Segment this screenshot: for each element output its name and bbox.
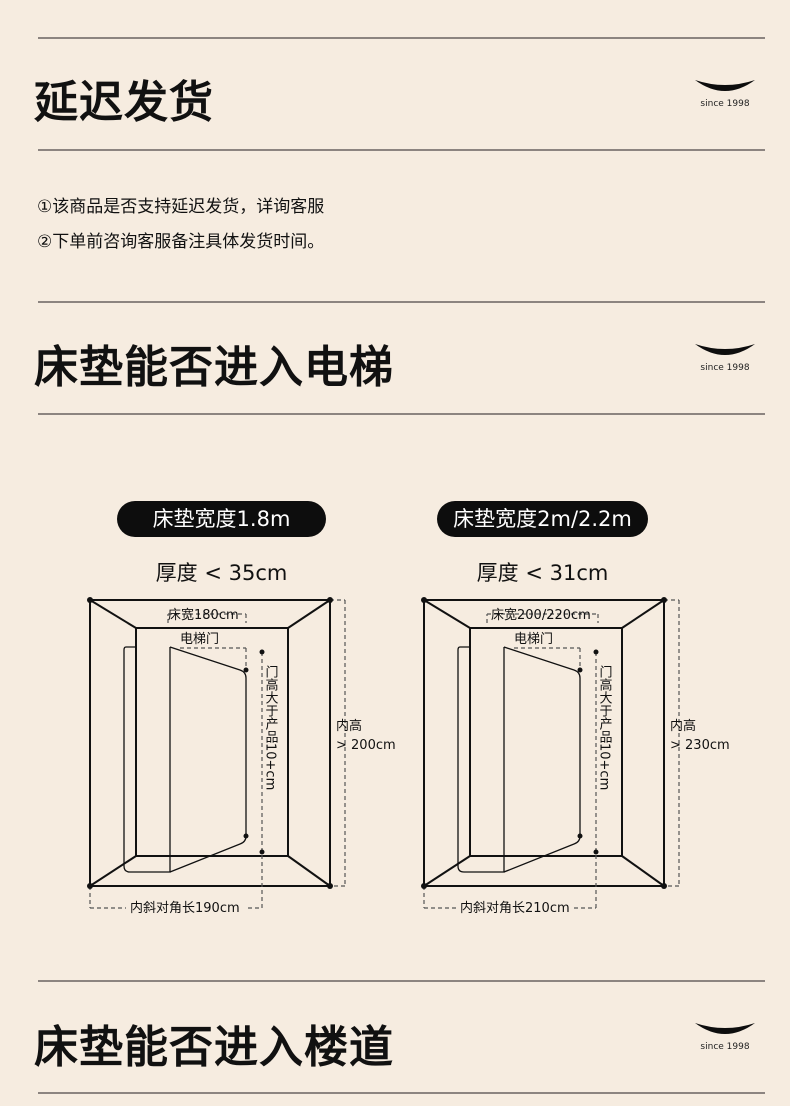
section-rule [38, 1092, 765, 1094]
section-rule [38, 149, 765, 151]
section-rule [38, 980, 765, 982]
diagonal-label: 内斜对角长190cm [130, 900, 240, 916]
logo-text: since 1998 [700, 363, 750, 373]
bed-width-label: 床宽200/220cm [491, 607, 591, 623]
section-title-elevator: 床垫能否进入电梯 [34, 342, 394, 393]
smile-arc-icon [695, 344, 755, 355]
smile-arc-icon [695, 1023, 755, 1034]
section-title-stairway: 床垫能否进入楼道 [34, 1022, 394, 1073]
elevator-diagram-right: 床宽200/220cm 电梯门 门高大于产品10+cm 内高 > 230cm 内… [414, 590, 754, 924]
thickness-right: 厚度 < 31cm [476, 561, 609, 585]
inner-height-value: > 230cm [670, 738, 730, 753]
elevator-diagram-left: 床宽180cm 电梯门 门高大于产品10+cm 内高 > 200cm 内斜对角长… [80, 590, 410, 924]
inner-height-value: > 200cm [336, 738, 396, 753]
door-height-label: 门高大于产品10+cm [597, 665, 613, 790]
thickness-left: 厚度 < 35cm [155, 561, 288, 585]
inner-height-label: 内高 [336, 718, 362, 734]
section-rule [38, 413, 765, 415]
door-label: 电梯门 [514, 632, 553, 647]
section-rule [38, 301, 765, 303]
door-height-label: 门高大于产品10+cm [263, 665, 279, 790]
diagonal-label: 内斜对角长210cm [460, 900, 570, 916]
brand-logo: since 1998 [692, 340, 758, 380]
brand-logo: since 1998 [692, 1019, 758, 1059]
delay-note-1: ①该商品是否支持延迟发货，详询客服 [37, 197, 325, 217]
door-label: 电梯门 [180, 632, 219, 647]
bed-width-label: 床宽180cm [168, 607, 239, 623]
section-title-delay: 延迟发货 [34, 77, 214, 128]
top-rule [38, 37, 765, 39]
delay-note-2: ②下单前咨询客服备注具体发货时间。 [37, 232, 325, 252]
inner-height-label: 内高 [670, 718, 696, 734]
mattress-width-pill-right: 床垫宽度2m/2.2m [437, 501, 648, 537]
smile-arc-icon [695, 80, 755, 91]
mattress-width-pill-left: 床垫宽度1.8m [117, 501, 326, 537]
logo-text: since 1998 [700, 1042, 750, 1052]
brand-logo: since 1998 [692, 76, 758, 116]
logo-text: since 1998 [700, 99, 750, 109]
